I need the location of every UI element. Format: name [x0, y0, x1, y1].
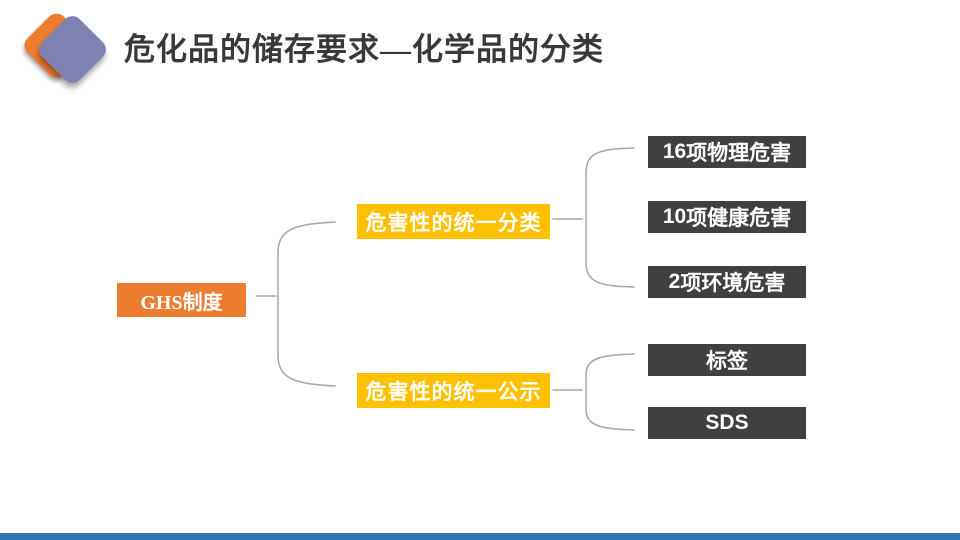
footer-accent-bar: [0, 533, 960, 540]
node-ghs-system: GHS制度: [117, 283, 246, 317]
node-unified-disclosure: 危害性的统一公示: [357, 373, 550, 408]
node-label: 标签: [706, 349, 748, 373]
node-label: 项健康危害: [686, 206, 792, 230]
classify-connector-brace: [585, 147, 635, 288]
node-label: 危害性的统一分类: [365, 210, 542, 235]
node-label: 项环境危害: [680, 271, 786, 295]
node-label-number: 16: [662, 140, 687, 163]
node-label-number: 2: [668, 270, 681, 293]
node-label: 项物理危害: [686, 141, 792, 165]
root-connector-brace: [277, 221, 336, 387]
node-label: GHS制度: [140, 291, 223, 314]
node-label-number: SDS: [705, 411, 749, 434]
node-label-number: 10: [662, 205, 687, 228]
node-sds: SDS: [648, 407, 806, 439]
node-label: 危害性的统一公示: [365, 379, 542, 404]
page-title: 危化品的储存要求—化学品的分类: [124, 32, 604, 67]
node-unified-classification: 危害性的统一分类: [357, 204, 550, 239]
disclose-connector-brace: [585, 353, 635, 431]
node-label-tag: 标签: [648, 344, 806, 376]
